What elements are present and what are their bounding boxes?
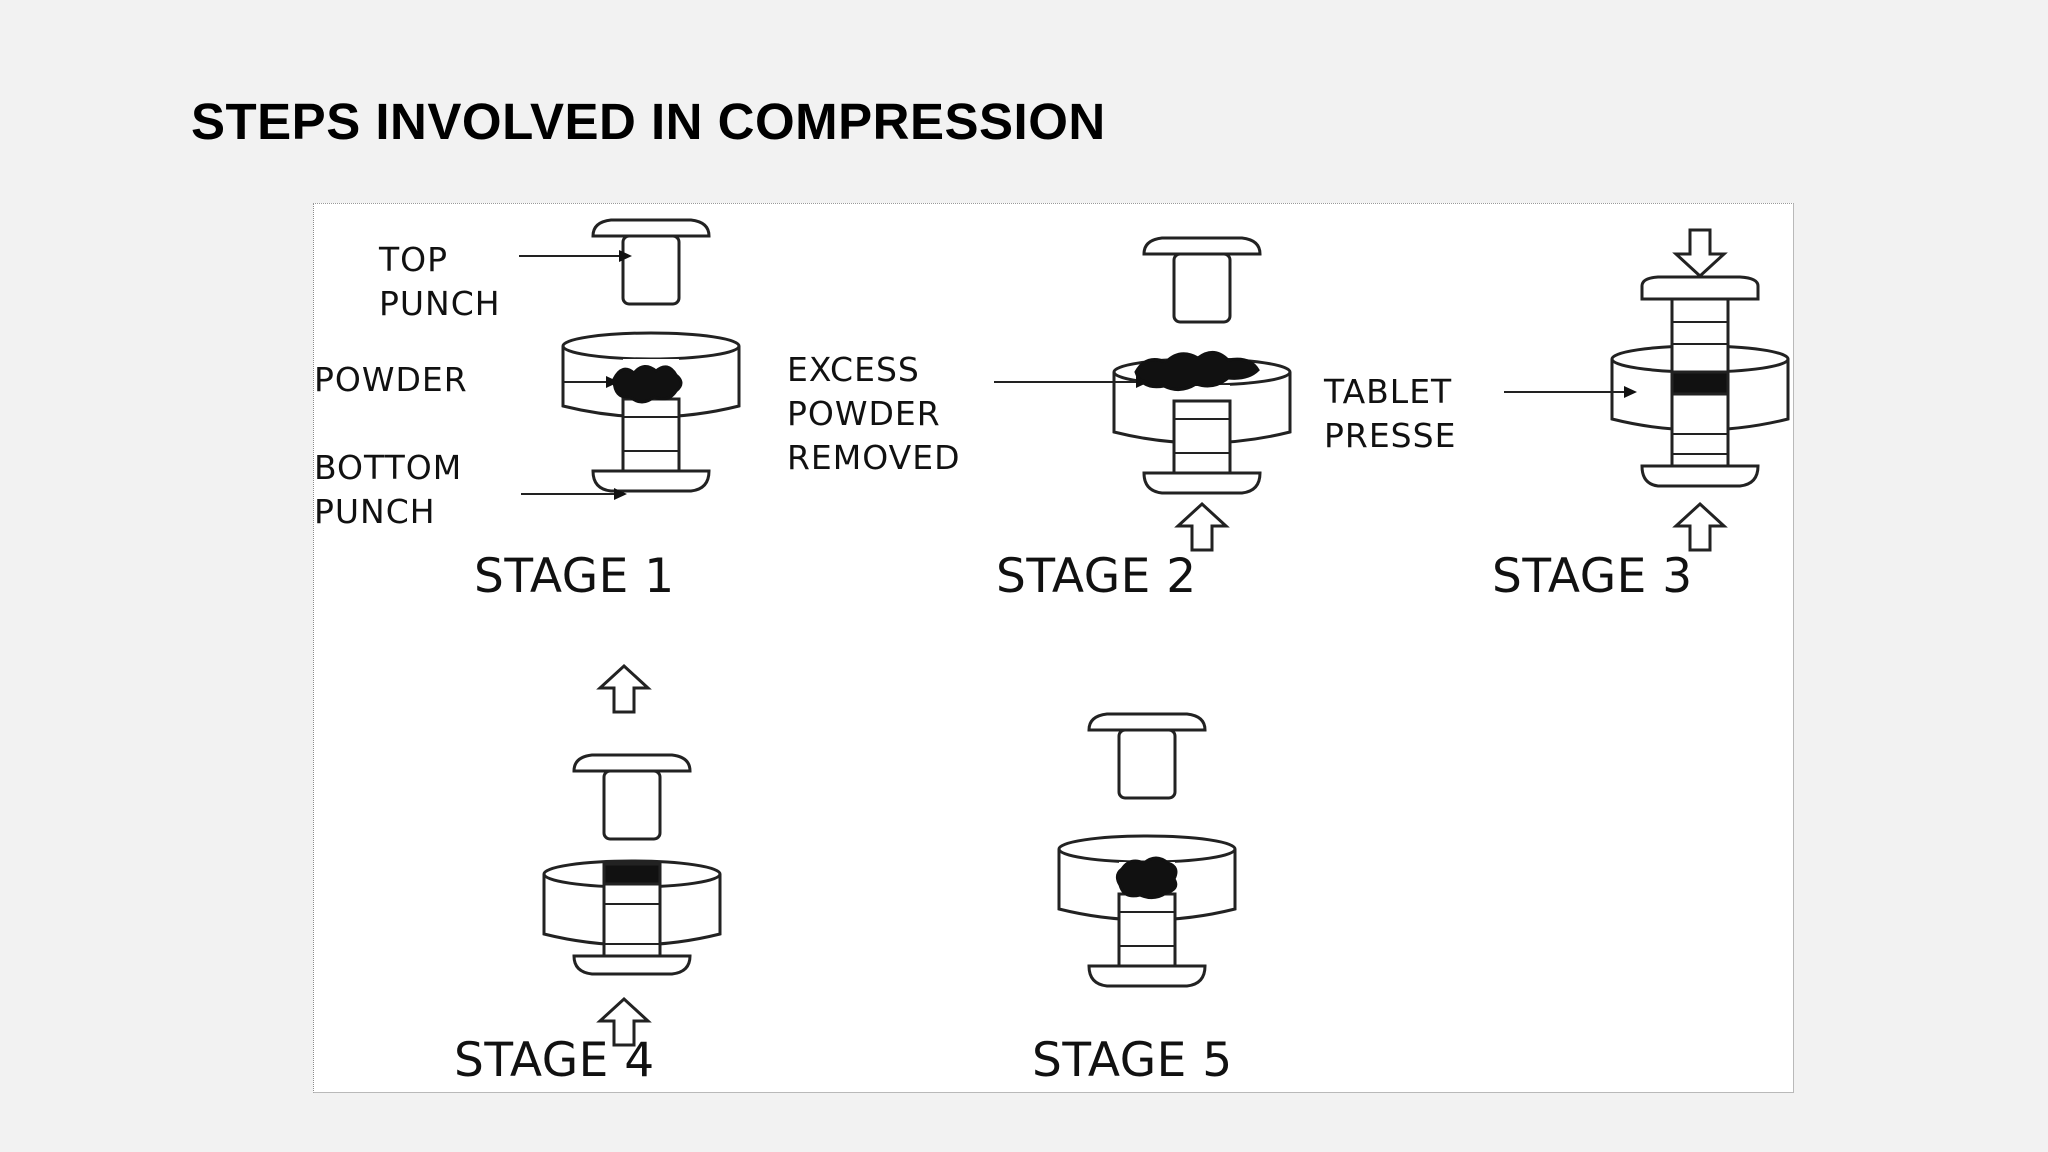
label-powder: POWDER — [314, 360, 468, 399]
stage-5-figure — [1057, 712, 1237, 988]
stage-1-label: STAGE 1 — [474, 549, 675, 604]
stage-4-figure — [542, 664, 722, 1047]
stage-4-label: STAGE 4 — [454, 1033, 655, 1088]
label-top-punch-1: TOP — [378, 240, 448, 279]
stage-3-figure — [1610, 228, 1790, 552]
stage-2-label: STAGE 2 — [996, 549, 1197, 604]
stage-1-figure — [561, 218, 741, 493]
stage-5-label: STAGE 5 — [1032, 1033, 1233, 1088]
label-excess-2: POWDER — [787, 394, 941, 433]
label-excess-1: EXCESS — [787, 350, 920, 389]
stage-2-figure — [1112, 236, 1292, 552]
label-top-punch-2: PUNCH — [379, 284, 501, 323]
stage-3-label: STAGE 3 — [1492, 549, 1693, 604]
label-tablet-1: TABLET — [1323, 372, 1452, 411]
slide-title: STEPS INVOLVED IN COMPRESSION — [191, 93, 1106, 150]
label-bottom-punch-2: PUNCH — [314, 492, 436, 531]
label-tablet-2: PRESSE — [1324, 416, 1456, 455]
label-bottom-punch-1: BOTTOM — [314, 448, 462, 487]
compression-diagram: TOP PUNCH POWDER BOTTOM PUNCH STAGE 1 EX… — [313, 203, 1794, 1093]
label-excess-3: REMOVED — [787, 438, 960, 477]
